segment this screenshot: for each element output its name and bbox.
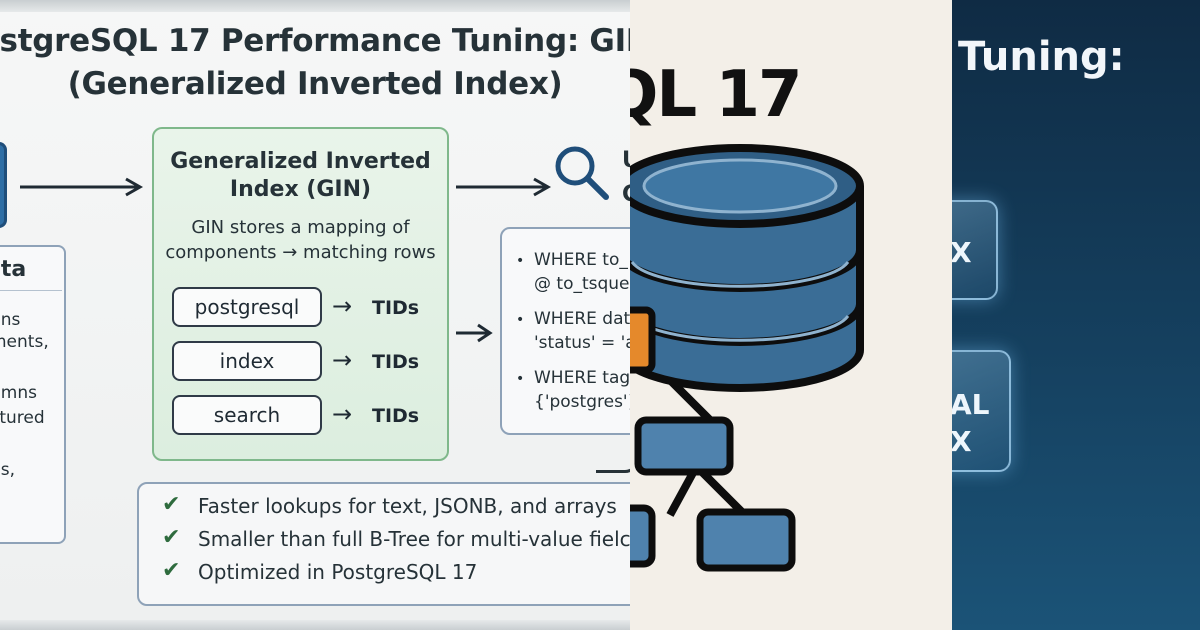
- arrow-to-queries: [456, 323, 493, 343]
- arrow-to-search: [456, 177, 552, 197]
- query-line: {'postgres'}: [534, 392, 630, 412]
- dark-blue-panel: Tuning: X AL X: [952, 0, 1200, 630]
- glass-cube-2-label-line2: X: [952, 425, 972, 458]
- tid-label: TIDs: [372, 297, 420, 319]
- query-line: WHERE tag: [534, 368, 630, 388]
- query-line: 'status' = 'a: [534, 333, 630, 353]
- database-icon: [630, 144, 864, 572]
- benefits-box: [137, 482, 630, 606]
- search-label-c: C: [622, 182, 630, 207]
- source-icon: [0, 142, 7, 228]
- query-line: @ to_tsque: [534, 274, 630, 294]
- glass-cube-2-label-line1: AL: [952, 388, 990, 421]
- data-box: [0, 245, 66, 544]
- gin-box: Generalized Inverted Index (GIN) GIN sto…: [152, 127, 449, 461]
- slide-title-line1: ostgreSQL 17 Performance Tuning: GIN: [0, 23, 630, 59]
- data-line: umns: [0, 383, 37, 403]
- check-icon: ✔: [162, 525, 181, 550]
- gin-title-line2: Index (GIN): [229, 177, 372, 202]
- tid-label: TIDs: [372, 405, 420, 427]
- term-postgresql: postgresql: [172, 287, 322, 327]
- term-index: index: [172, 341, 322, 381]
- benefit-item: Smaller than full B-Tree for multi-value…: [198, 527, 630, 551]
- connector-line: [596, 420, 630, 473]
- database-illustration-panel: QL 17: [630, 0, 952, 630]
- query-examples-box: • WHERE to_ @ to_tsque • WHERE dat 'stat…: [500, 227, 630, 435]
- glass-cube-1-label: X: [952, 236, 972, 269]
- gin-infographic-panel: ostgreSQL 17 Performance Tuning: GIN (Ge…: [0, 0, 630, 630]
- benefit-item: Faster lookups for text, JSONB, and arra…: [198, 494, 617, 518]
- gin-title-line1: Generalized Inverted: [170, 149, 431, 174]
- slide-title-line2: (Generalized Inverted Index): [67, 66, 563, 102]
- magnifier-icon: [555, 146, 609, 200]
- bullet: •: [516, 253, 525, 269]
- check-icon: ✔: [162, 492, 181, 517]
- gin-desc-line2: components → matching rows: [165, 242, 436, 263]
- query-line: WHERE dat: [534, 309, 630, 329]
- tid-arrow: →: [332, 346, 353, 374]
- data-box-title: ata: [0, 257, 27, 282]
- slide-frame-top: [0, 0, 630, 12]
- tid-arrow: →: [332, 400, 353, 428]
- bullet: •: [516, 312, 525, 328]
- data-line: ctured: [0, 408, 45, 428]
- search-label-u: U: [622, 148, 630, 173]
- data-line: ments,: [0, 332, 49, 352]
- benefit-item: Optimized in PostgreSQL 17: [198, 560, 478, 584]
- tid-arrow: →: [332, 292, 353, 320]
- right-title: Tuning:: [958, 34, 1125, 80]
- glass-cube-2: [952, 350, 1011, 472]
- glass-cube-1: [952, 200, 998, 300]
- slide-frame-bottom: [0, 620, 630, 630]
- data-box-divider: [0, 290, 62, 291]
- mid-title: QL 17: [630, 58, 803, 132]
- bullet: •: [516, 371, 525, 387]
- data-line: nns: [0, 310, 21, 330]
- tid-label: TIDs: [372, 351, 420, 373]
- arrow-to-gin: [20, 177, 144, 197]
- term-search: search: [172, 395, 322, 435]
- data-line: gs,: [0, 460, 16, 480]
- check-icon: ✔: [162, 558, 181, 583]
- query-line: WHERE to_: [534, 250, 628, 270]
- gin-desc-line1: GIN stores a mapping of: [191, 217, 410, 238]
